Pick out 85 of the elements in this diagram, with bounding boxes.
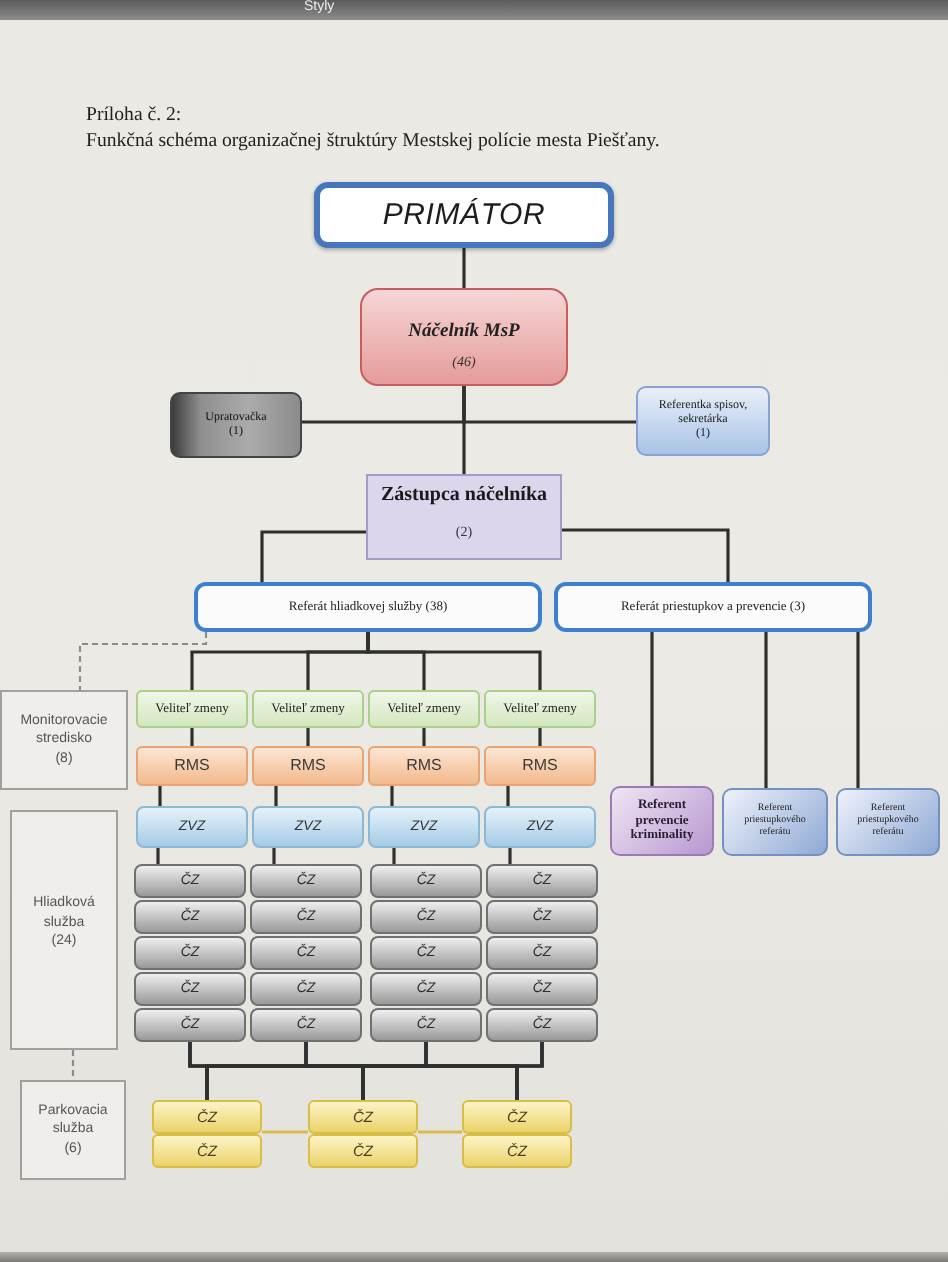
connector-line bbox=[366, 632, 542, 690]
connector-line bbox=[158, 786, 162, 806]
connector-line bbox=[562, 528, 730, 582]
position-name: RMS bbox=[406, 756, 442, 776]
connector-line bbox=[650, 632, 654, 786]
position-name: RMS bbox=[522, 756, 558, 776]
connector-line bbox=[538, 728, 542, 746]
org-box bbox=[134, 864, 246, 898]
org-box bbox=[250, 864, 362, 898]
org-box bbox=[486, 864, 598, 898]
org-box bbox=[486, 900, 598, 934]
org-box bbox=[308, 1134, 418, 1168]
connector-line bbox=[156, 848, 160, 864]
org-box bbox=[368, 746, 480, 786]
connector-line bbox=[306, 728, 310, 746]
org-box bbox=[308, 1100, 418, 1134]
org-box bbox=[554, 582, 872, 632]
org-box bbox=[486, 1008, 598, 1042]
org-box bbox=[20, 1080, 126, 1180]
org-box bbox=[134, 972, 246, 1006]
org-box bbox=[134, 1008, 246, 1042]
org-box bbox=[134, 936, 246, 970]
diagram-title: Funkčná schéma organizačnej štruktúry Mestskej polície mesta Piešťany. bbox=[86, 130, 660, 152]
dashed-connector bbox=[78, 632, 208, 690]
connector-line bbox=[508, 848, 512, 864]
org-box bbox=[484, 690, 596, 728]
org-box bbox=[370, 936, 482, 970]
org-box bbox=[370, 972, 482, 1006]
connector-line bbox=[190, 728, 194, 746]
org-box bbox=[252, 690, 364, 728]
org-box bbox=[250, 936, 362, 970]
org-box bbox=[486, 972, 598, 1006]
org-box bbox=[360, 288, 568, 386]
org-box bbox=[636, 386, 770, 456]
connector-line bbox=[390, 786, 394, 806]
org-box bbox=[136, 690, 248, 728]
org-box bbox=[462, 1100, 572, 1134]
org-box bbox=[136, 746, 248, 786]
org-box bbox=[366, 474, 562, 560]
org-box bbox=[0, 690, 128, 790]
org-box bbox=[250, 972, 362, 1006]
org-box bbox=[194, 582, 542, 632]
org-box bbox=[368, 806, 480, 848]
position-name: PRIMÁTOR bbox=[382, 197, 546, 233]
connector-line bbox=[418, 1130, 462, 1134]
org-box bbox=[314, 182, 614, 248]
org-box bbox=[462, 1134, 572, 1168]
connector-line bbox=[506, 786, 510, 806]
org-box bbox=[252, 806, 364, 848]
org-box bbox=[370, 1008, 482, 1042]
org-box bbox=[170, 392, 302, 458]
connector-line bbox=[462, 386, 466, 474]
org-box bbox=[836, 788, 940, 856]
org-box bbox=[484, 806, 596, 848]
dashed-connector bbox=[71, 1050, 75, 1080]
connector-line bbox=[422, 728, 426, 746]
connector-line bbox=[392, 848, 396, 864]
org-box bbox=[370, 900, 482, 934]
org-box bbox=[136, 806, 248, 848]
connector-line bbox=[260, 530, 366, 582]
org-box bbox=[368, 690, 480, 728]
position-name: Zástupca náčelníka bbox=[380, 484, 548, 506]
org-box bbox=[250, 900, 362, 934]
annex-label: Príloha č. 2: bbox=[86, 104, 182, 126]
org-box bbox=[134, 900, 246, 934]
org-box bbox=[486, 936, 598, 970]
connector-line bbox=[262, 1130, 308, 1134]
connector-line bbox=[856, 632, 860, 788]
position-name: Náčelník MsP bbox=[408, 322, 520, 344]
connector-line bbox=[515, 1042, 544, 1100]
position-name: RMS bbox=[174, 756, 210, 776]
connector-line bbox=[274, 786, 278, 806]
org-box bbox=[250, 1008, 362, 1042]
connector-line bbox=[272, 848, 276, 864]
org-box bbox=[152, 1100, 262, 1134]
org-box bbox=[252, 746, 364, 786]
org-box bbox=[152, 1134, 262, 1168]
connector-line bbox=[764, 632, 768, 788]
org-box bbox=[370, 864, 482, 898]
org-box bbox=[610, 786, 714, 856]
org-box bbox=[722, 788, 828, 856]
connector-line bbox=[462, 248, 466, 288]
org-box bbox=[10, 810, 118, 1050]
position-name: RMS bbox=[290, 756, 326, 776]
org-box bbox=[484, 746, 596, 786]
